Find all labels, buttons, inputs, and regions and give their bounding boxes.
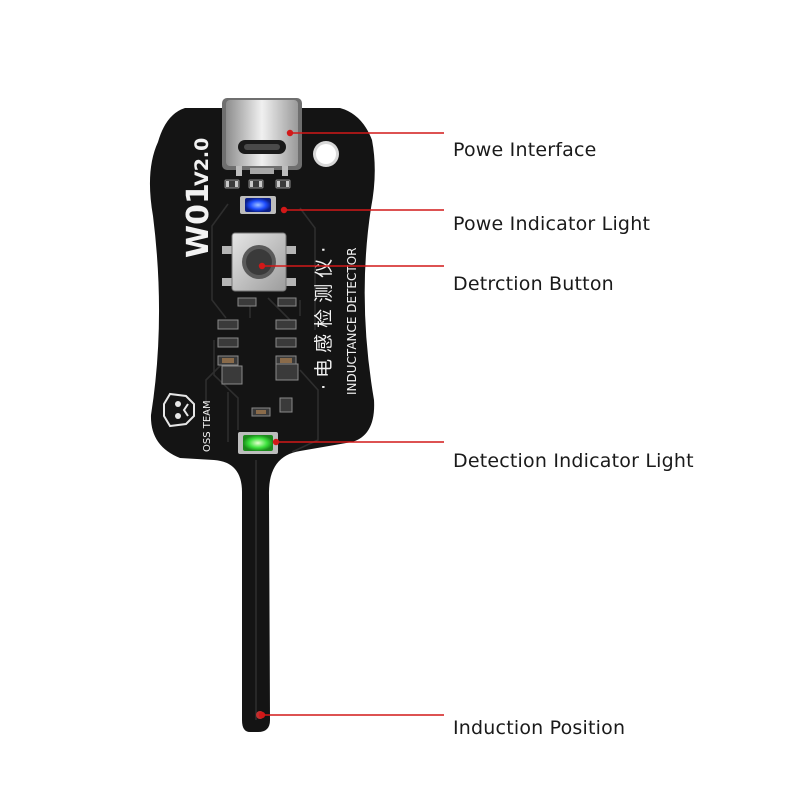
detection-tactile-button bbox=[222, 232, 296, 292]
board-brand-text: OSS TEAM bbox=[202, 400, 213, 452]
label-detection-indicator-light: Detection Indicator Light bbox=[453, 450, 694, 472]
board-title-cn: · 电 感 检 测 仪 · bbox=[313, 247, 335, 390]
pcb-board bbox=[149, 108, 375, 732]
mounting-hole bbox=[313, 141, 339, 167]
smd-components-middle bbox=[217, 297, 299, 417]
board-version-text: V2.0 bbox=[191, 138, 213, 186]
label-induction-position: Induction Position bbox=[453, 717, 626, 739]
board-title-en: INDUCTANCE DETECTOR bbox=[345, 247, 359, 395]
board-model-text: W01 bbox=[181, 183, 216, 258]
power-indicator-led bbox=[240, 196, 276, 214]
oss-logo-icon bbox=[163, 392, 195, 428]
label-power-indicator-light: Powe Indicator Light bbox=[453, 213, 651, 235]
smd-components-top bbox=[224, 179, 291, 189]
detection-indicator-led bbox=[238, 432, 278, 454]
label-detection-button: Detrction Button bbox=[453, 273, 614, 295]
usb-c-port bbox=[222, 98, 302, 176]
label-power-interface: Powe Interface bbox=[453, 139, 597, 161]
callout-lines bbox=[258, 129, 444, 719]
